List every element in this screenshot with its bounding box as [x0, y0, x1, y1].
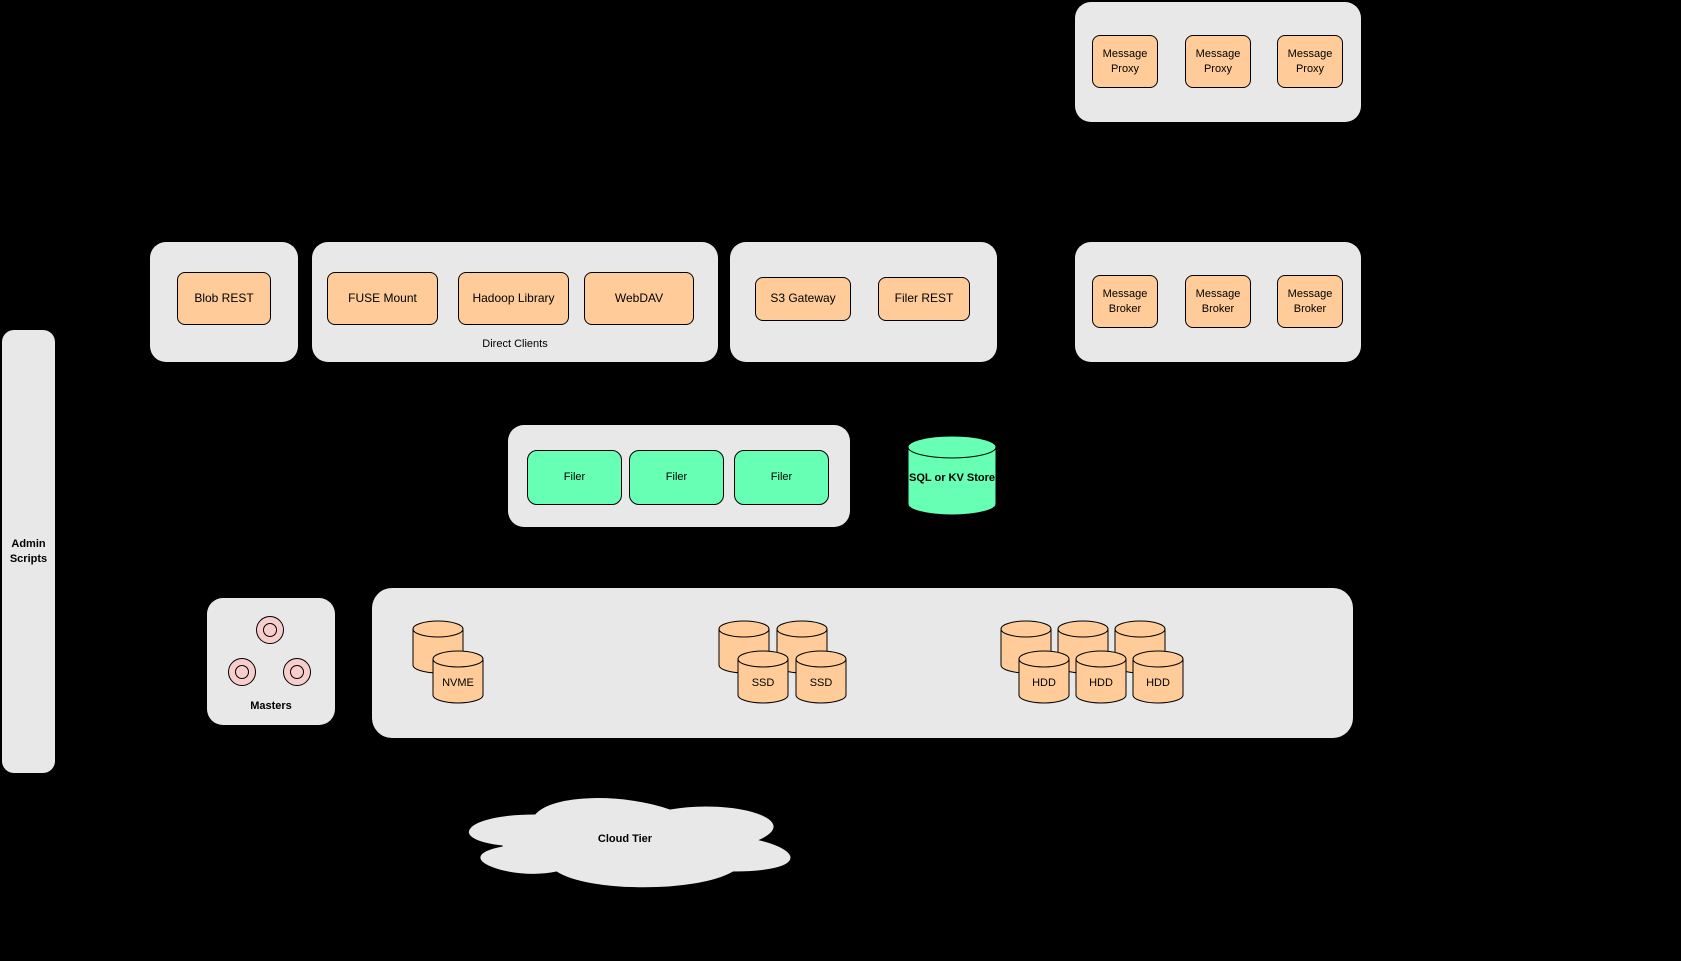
- ssd-cylinder: SSD: [795, 650, 847, 704]
- master-node-inner-icon: [235, 665, 249, 679]
- hdd-label: HDD: [1146, 677, 1170, 689]
- disk-cylinder-icon: [432, 650, 484, 704]
- disk-cylinder-icon: [1132, 650, 1184, 704]
- master-node-icon: [256, 616, 284, 644]
- masters-label: Masters: [250, 700, 292, 712]
- masters-group: Masters: [207, 598, 335, 725]
- hdd-cylinder: HDD: [1132, 650, 1184, 704]
- message-proxy-node: Message Proxy: [1185, 35, 1251, 88]
- nvme-back-cylinder: [412, 620, 464, 674]
- hadoop-library-node: Hadoop Library: [458, 272, 569, 325]
- blob-rest-group: Blob REST: [150, 242, 298, 362]
- master-node-inner-icon: [290, 665, 304, 679]
- filer-node: Filer: [734, 450, 829, 505]
- message-broker-node: Message Broker: [1277, 275, 1343, 328]
- cloud-icon: [467, 797, 792, 889]
- filer-node: Filer: [527, 450, 622, 505]
- disk-cylinder-icon: [412, 620, 464, 674]
- filer-group: Filer Filer Filer: [508, 425, 850, 527]
- ssd-cylinder: SSD: [737, 650, 789, 704]
- direct-clients-group: FUSE Mount Hadoop Library WebDAV Direct …: [312, 242, 718, 362]
- message-broker-node: Message Broker: [1092, 275, 1158, 328]
- gateway-group: S3 Gateway Filer REST: [730, 242, 997, 362]
- message-broker-group: Message Broker Message Broker Message Br…: [1075, 242, 1361, 362]
- s3-gateway-node: S3 Gateway: [755, 277, 851, 321]
- message-proxy-node: Message Proxy: [1092, 35, 1158, 88]
- admin-scripts-label: Admin Scripts: [9, 538, 48, 565]
- disk-cylinder-icon: [737, 650, 789, 704]
- hdd-label: HDD: [1032, 677, 1056, 689]
- ssd-label: SSD: [751, 677, 775, 689]
- filer-node: Filer: [629, 450, 724, 505]
- message-proxy-group: Message Proxy Message Proxy Message Prox…: [1075, 2, 1361, 122]
- disk-cylinder-icon: [795, 650, 847, 704]
- direct-clients-label: Direct Clients: [482, 338, 548, 350]
- cloud-tier-shape: Cloud Tier: [445, 788, 805, 893]
- message-proxy-node: Message Proxy: [1277, 35, 1343, 88]
- blob-rest-node: Blob REST: [177, 272, 271, 325]
- hdd-cylinder: HDD: [1075, 650, 1127, 704]
- fuse-mount-node: FUSE Mount: [327, 272, 438, 325]
- webdav-node: WebDAV: [584, 272, 694, 325]
- hdd-label: HDD: [1089, 677, 1113, 689]
- sql-kv-store-cylinder: SQL or KV Store: [907, 435, 997, 517]
- message-broker-node: Message Broker: [1185, 275, 1251, 328]
- nvme-cylinder: NVME: [432, 650, 484, 704]
- master-node-icon: [283, 658, 311, 686]
- cloud-tier-label: Cloud Tier: [597, 833, 653, 845]
- sql-kv-store-label: SQL or KV Store: [909, 472, 995, 484]
- master-node-inner-icon: [263, 623, 277, 637]
- disk-cylinder-icon: [1075, 650, 1127, 704]
- filer-rest-node: Filer REST: [878, 277, 970, 321]
- hdd-cylinder: HDD: [1018, 650, 1070, 704]
- admin-scripts-bar: Admin Scripts: [2, 330, 55, 773]
- nvme-label: NVME: [442, 677, 474, 689]
- ssd-label: SSD: [809, 677, 833, 689]
- volume-servers-group: NVME SSD SSD: [372, 588, 1353, 738]
- disk-cylinder-icon: [1018, 650, 1070, 704]
- master-node-icon: [228, 658, 256, 686]
- database-cylinder-icon: [907, 435, 997, 516]
